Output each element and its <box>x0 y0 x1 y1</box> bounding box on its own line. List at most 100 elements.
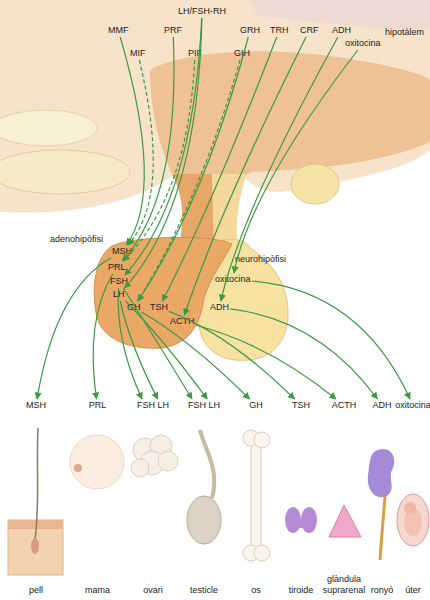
hormone-label: TSH <box>150 302 168 313</box>
hormone-name: oxitocina <box>215 274 251 285</box>
hormone-name: MSH <box>112 246 132 257</box>
hair <box>35 428 38 540</box>
hormone-label: TRH <box>270 25 289 36</box>
hormone-label: MSH <box>1 400 71 411</box>
hormone-label: PRL <box>66 400 129 411</box>
hormone-name: CRF <box>300 25 319 36</box>
optic-nerve <box>0 110 97 146</box>
hormone-arrow <box>120 301 158 399</box>
hormone-name: PRF <box>164 25 182 36</box>
hormone-arrow <box>125 18 202 275</box>
infundibulum <box>212 174 246 246</box>
hormone-label: ACTH <box>170 316 195 327</box>
hormone-label: PIF <box>188 48 202 59</box>
hair-follicle <box>31 538 39 554</box>
fetus-head <box>404 502 416 514</box>
nipple <box>74 464 82 472</box>
hormone-name: oxitocina <box>345 38 381 49</box>
hormone-label: FSH LH <box>176 400 232 411</box>
hormone-arrow <box>221 37 338 301</box>
hormone-label: ADH <box>332 25 351 36</box>
hormone-name: GRH <box>240 25 260 36</box>
ovary-follicle <box>158 451 178 471</box>
hormone-name: GIH <box>234 48 250 59</box>
organ-name: ovari <box>124 585 182 596</box>
hormone-label: FSH LH <box>124 400 182 411</box>
thyroid-lobe <box>301 507 317 533</box>
hormone-label: PRF <box>164 25 182 36</box>
region-name: hipotàlem <box>385 27 424 38</box>
organ-name: glàndula suprarenal <box>316 574 372 596</box>
hormone-name: ADH <box>210 302 229 313</box>
hormone-label: FSH <box>110 276 128 287</box>
hormone-arrow <box>125 18 202 288</box>
thyroid-isthmus <box>295 522 307 528</box>
target-organ: FSH LHovari <box>128 400 178 596</box>
organ-name: úter <box>392 585 430 596</box>
hormone-name: MIF <box>130 48 146 59</box>
bone-shaft <box>251 440 261 552</box>
organ-name: os <box>228 585 284 596</box>
hormone-arrow <box>142 312 250 399</box>
hormone-arrow <box>252 281 411 399</box>
hormone-arrow <box>123 37 174 261</box>
hormone-arrow <box>162 37 276 301</box>
breast <box>70 435 124 489</box>
optic-chiasm <box>0 150 130 194</box>
hormone-name: PIF <box>188 48 202 59</box>
organ-name: testicle <box>176 585 232 596</box>
hormone-label: GIH <box>234 48 250 59</box>
hormone-arrow <box>230 309 377 399</box>
hormone-label: oxitocina <box>392 400 430 411</box>
bone-end <box>254 545 270 561</box>
hormone-arrow <box>196 325 337 399</box>
hormone-label: MMF <box>108 25 129 36</box>
hormone-arrow <box>138 60 240 301</box>
target-organ: oxitocinaúter <box>396 400 430 596</box>
hormone-arrow <box>118 288 142 399</box>
hormone-label: MIF <box>130 48 146 59</box>
ovary-follicle <box>131 459 149 477</box>
hormone-name: TSH <box>150 302 168 313</box>
hormone-name: ADH <box>332 25 351 36</box>
hormone-arrow <box>37 258 111 399</box>
hormone-arrow <box>169 311 295 399</box>
hormone-arrow <box>185 37 307 315</box>
thyroid-lobe <box>285 507 301 533</box>
hormone-arrow <box>138 37 248 301</box>
hormone-name: LH <box>113 289 125 300</box>
hormone-name: ACTH <box>170 316 195 327</box>
hormone-name: LH/FSH-RH <box>178 6 226 17</box>
hormone-label: oxitocina <box>215 274 251 285</box>
kidney <box>368 449 395 497</box>
hormone-label: LH/FSH-RH <box>178 6 226 17</box>
hormone-name: MMF <box>108 25 129 36</box>
hormone-arrow <box>120 37 144 245</box>
infundibulum <box>172 174 214 246</box>
hormone-label: PRL <box>108 262 126 273</box>
target-organ: ACTHglàndula suprarenal <box>320 400 368 596</box>
hormone-name: GH <box>127 302 141 313</box>
organ-name: tiroide <box>278 585 324 596</box>
hormone-label: LH <box>113 289 125 300</box>
spermatic-duct <box>200 430 214 498</box>
organ-name: mama <box>66 585 129 596</box>
organ-name: ronyó <box>362 585 402 596</box>
testicle <box>187 496 221 544</box>
hormone-name: FSH <box>110 276 128 287</box>
bone-end <box>254 432 270 448</box>
region-name: adenohipòfisi <box>50 234 103 245</box>
hormone-arrow <box>123 60 195 261</box>
hormone-label: TSH <box>278 400 324 411</box>
hormone-label: ACTH <box>316 400 372 411</box>
target-organ: FSH LHtesticle <box>180 400 228 596</box>
lobe-shape <box>199 240 288 361</box>
hypothalamus-tissue <box>150 51 430 178</box>
hormone-arrow <box>234 50 358 273</box>
uterus <box>397 494 429 546</box>
target-organ: GHos <box>232 400 280 596</box>
hormone-label: CRF <box>300 25 319 36</box>
hormone-label: GH <box>228 400 284 411</box>
adenohypophysis-lobe: adenohipòfisiMSHPRLFSHLHGHTSHACTH <box>92 238 237 350</box>
